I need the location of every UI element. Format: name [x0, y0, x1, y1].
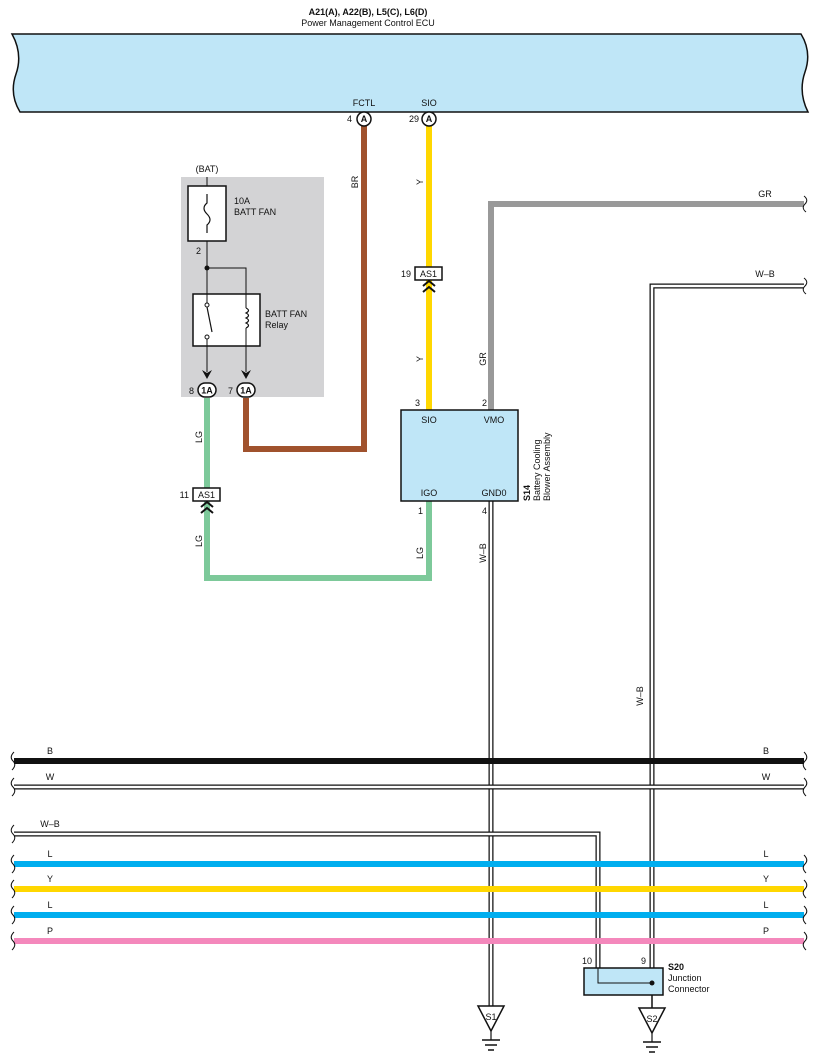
wire-lg-right-label: LG — [415, 547, 425, 559]
svg-text:L: L — [763, 900, 768, 910]
pin-7-arrow-icon — [241, 370, 251, 379]
blower-assembly-box — [400, 409, 519, 502]
junction-name-2: Connector — [668, 984, 710, 994]
wire-br-label: BR — [350, 175, 360, 188]
ground-s2-icon — [637, 1007, 667, 1053]
wire-wb-right-label: W–B — [755, 269, 775, 279]
ecu-pin-fctl-signal: FCTL — [353, 98, 376, 108]
ecu-pin-sio-number: 29 — [409, 114, 419, 124]
svg-text:P: P — [47, 926, 53, 936]
wire-wb-right-fill — [650, 284, 804, 990]
svg-text:W: W — [762, 772, 771, 782]
blower-pin-gnd0-signal: GND0 — [481, 488, 506, 498]
blower-pin-sio-signal: SIO — [421, 415, 437, 425]
relay-pin-7-connector: 1A — [236, 382, 256, 398]
wire-lg — [204, 398, 432, 581]
junction-connector-box — [583, 967, 664, 996]
fuse-out-pin: 2 — [196, 246, 201, 256]
wire-lg-upper-label: LG — [194, 431, 204, 443]
svg-text:B: B — [763, 746, 769, 756]
bus-break-marks — [10, 751, 808, 951]
relay-pin-7-number: 7 — [228, 386, 233, 396]
inline-connector-as1-lg-pin: 11 — [180, 490, 189, 500]
svg-text:L: L — [763, 849, 768, 859]
bus-b: B B — [14, 746, 804, 764]
blower-pin-igo-number: 1 — [418, 506, 423, 516]
svg-text:AS1: AS1 — [420, 269, 437, 279]
relay-name-1: BATT FAN — [265, 309, 307, 319]
inline-connector-as1-lg: AS1 — [192, 487, 221, 514]
relay-pin-8-number: 8 — [189, 386, 194, 396]
junction-id: S20 — [668, 962, 684, 972]
fuse-rating: 10A — [234, 196, 250, 206]
svg-text:AS1: AS1 — [198, 490, 215, 500]
wire-wb-right — [649, 283, 804, 990]
wire-y-bottom-label: Y — [415, 356, 425, 362]
bus-p: P P — [14, 926, 804, 944]
svg-text:Blower Assembly: Blower Assembly — [542, 432, 552, 501]
junction-internal-link — [597, 968, 652, 984]
bus-y: Y Y — [14, 874, 804, 892]
ecu-connectors-label: A21(A), A22(B), L5(C), L6(D) — [309, 7, 428, 17]
junction-name-1: Junction — [668, 973, 702, 983]
wire-lg-lower-label: LG — [194, 535, 204, 547]
wire-wb-gnd-label: W–B — [478, 543, 488, 563]
wire-gr-break — [802, 195, 808, 213]
blower-assembly-label: S14 Battery Cooling Blower Assembly — [522, 432, 552, 501]
relay-name-2: Relay — [265, 320, 289, 330]
bus-w: W W — [14, 772, 804, 790]
relay-switch-icon — [204, 294, 213, 346]
blower-pin-vmo-signal: VMO — [484, 415, 505, 425]
ecu-pin-fctl-number: 4 — [347, 114, 352, 124]
bus-wb: W–B — [14, 819, 601, 986]
svg-text:S14: S14 — [522, 485, 532, 501]
blower-pin-gnd0-number: 4 — [482, 506, 487, 516]
svg-text:Y: Y — [763, 874, 769, 884]
bus-l-1: L L — [14, 849, 804, 867]
svg-text:L: L — [47, 900, 52, 910]
junction-pin-9: 9 — [641, 956, 646, 966]
ground-s1-label: S1 — [485, 1012, 496, 1022]
wire-y-top-label: Y — [415, 179, 425, 185]
wire-gr-right-label: GR — [758, 189, 772, 199]
inline-connector-as1-y-pin: 19 — [401, 269, 411, 279]
fuse-icon — [203, 194, 211, 233]
wire-gr — [488, 201, 804, 410]
svg-text:P: P — [763, 926, 769, 936]
ground-s1-icon — [476, 1005, 506, 1051]
pin-8-arrow-icon — [202, 370, 212, 379]
relay-pin-8-connector: 1A — [197, 382, 217, 398]
fuse-name: BATT FAN — [234, 207, 276, 217]
junction-pin-10: 10 — [582, 956, 592, 966]
svg-text:W: W — [46, 772, 55, 782]
relay-coil-icon — [244, 294, 250, 346]
ground-s2-label: S2 — [646, 1014, 657, 1024]
blower-pin-sio-number: 3 — [415, 398, 420, 408]
wire-wb-right-break — [802, 277, 808, 295]
svg-text:1A: 1A — [240, 386, 252, 396]
svg-text:B: B — [47, 746, 53, 756]
blower-pin-igo-signal: IGO — [421, 488, 438, 498]
blower-pin-vmo-number: 2 — [482, 398, 487, 408]
wire-br — [243, 126, 367, 452]
svg-text:L: L — [47, 849, 52, 859]
bus-l-2: L L — [14, 900, 804, 918]
svg-text:W–B: W–B — [40, 819, 60, 829]
ecu-pin-sio-connector: A — [421, 111, 437, 127]
relay-box — [192, 293, 261, 347]
inline-connector-as1-y: AS1 — [414, 266, 443, 293]
fuse-source-label: (BAT) — [196, 164, 219, 174]
svg-text:Y: Y — [47, 874, 53, 884]
svg-text:1A: 1A — [201, 386, 213, 396]
svg-text:A: A — [361, 114, 368, 124]
wire-wb-vertical-label: W–B — [635, 686, 645, 706]
ecu-pin-fctl-connector: A — [356, 111, 372, 127]
ecu-name-label: Power Management Control ECU — [301, 18, 435, 28]
svg-text:A: A — [426, 114, 433, 124]
svg-text:Battery Cooling: Battery Cooling — [532, 439, 542, 501]
ecu-box — [10, 33, 810, 113]
ecu-pin-sio-signal: SIO — [421, 98, 437, 108]
wire-gr-vertical-label: GR — [478, 352, 488, 366]
